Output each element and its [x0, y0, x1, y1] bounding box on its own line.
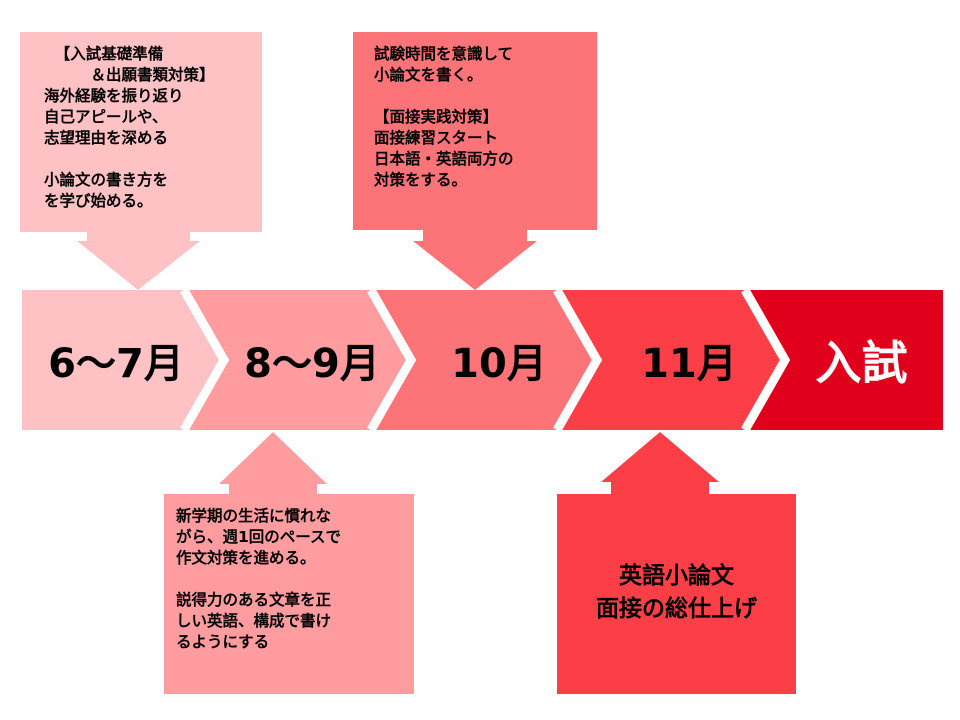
stage-label-entrance-exam: 入試 — [815, 336, 908, 390]
stage-label-aug-sep: 8〜9月 — [244, 341, 380, 387]
callout-october — [353, 32, 597, 290]
callout-jun-jul — [20, 32, 262, 290]
note-november: 英語小論文 面接の総仕上げ — [596, 563, 757, 622]
stage-label-october: 10月 — [451, 341, 547, 387]
stage-chevron-jun-jul — [22, 290, 224, 430]
stage-chevron-november — [557, 290, 785, 430]
stage-label-november: 11月 — [641, 341, 737, 387]
callout-november — [557, 432, 796, 694]
chevron-separator — [741, 287, 791, 433]
note-october: 試験時間を意識して 小論文を書く。 【面接実践対策】 面接練習スタート 日本語・… — [374, 45, 514, 189]
stage-label-jun-jul: 6〜7月 — [48, 341, 184, 387]
stage-chevron-entrance-exam — [745, 290, 943, 430]
note-aug-sep: 新学期の生活に慣れな がら、週1回のペースで 作文対策を進める。 説得力のある文… — [176, 507, 342, 651]
stage-chevron-october — [371, 290, 597, 430]
chevron-separator — [367, 287, 417, 433]
chevron-separator — [553, 287, 603, 433]
stage-chevron-aug-sep — [184, 290, 411, 430]
note-jun-jul: 【入試基礎準備 ＆出願書類対策】 海外経験を振り返り 自己アピールや、 志望理由… — [44, 45, 215, 210]
chevron-separator — [180, 287, 230, 433]
callout-aug-sep — [164, 432, 414, 694]
